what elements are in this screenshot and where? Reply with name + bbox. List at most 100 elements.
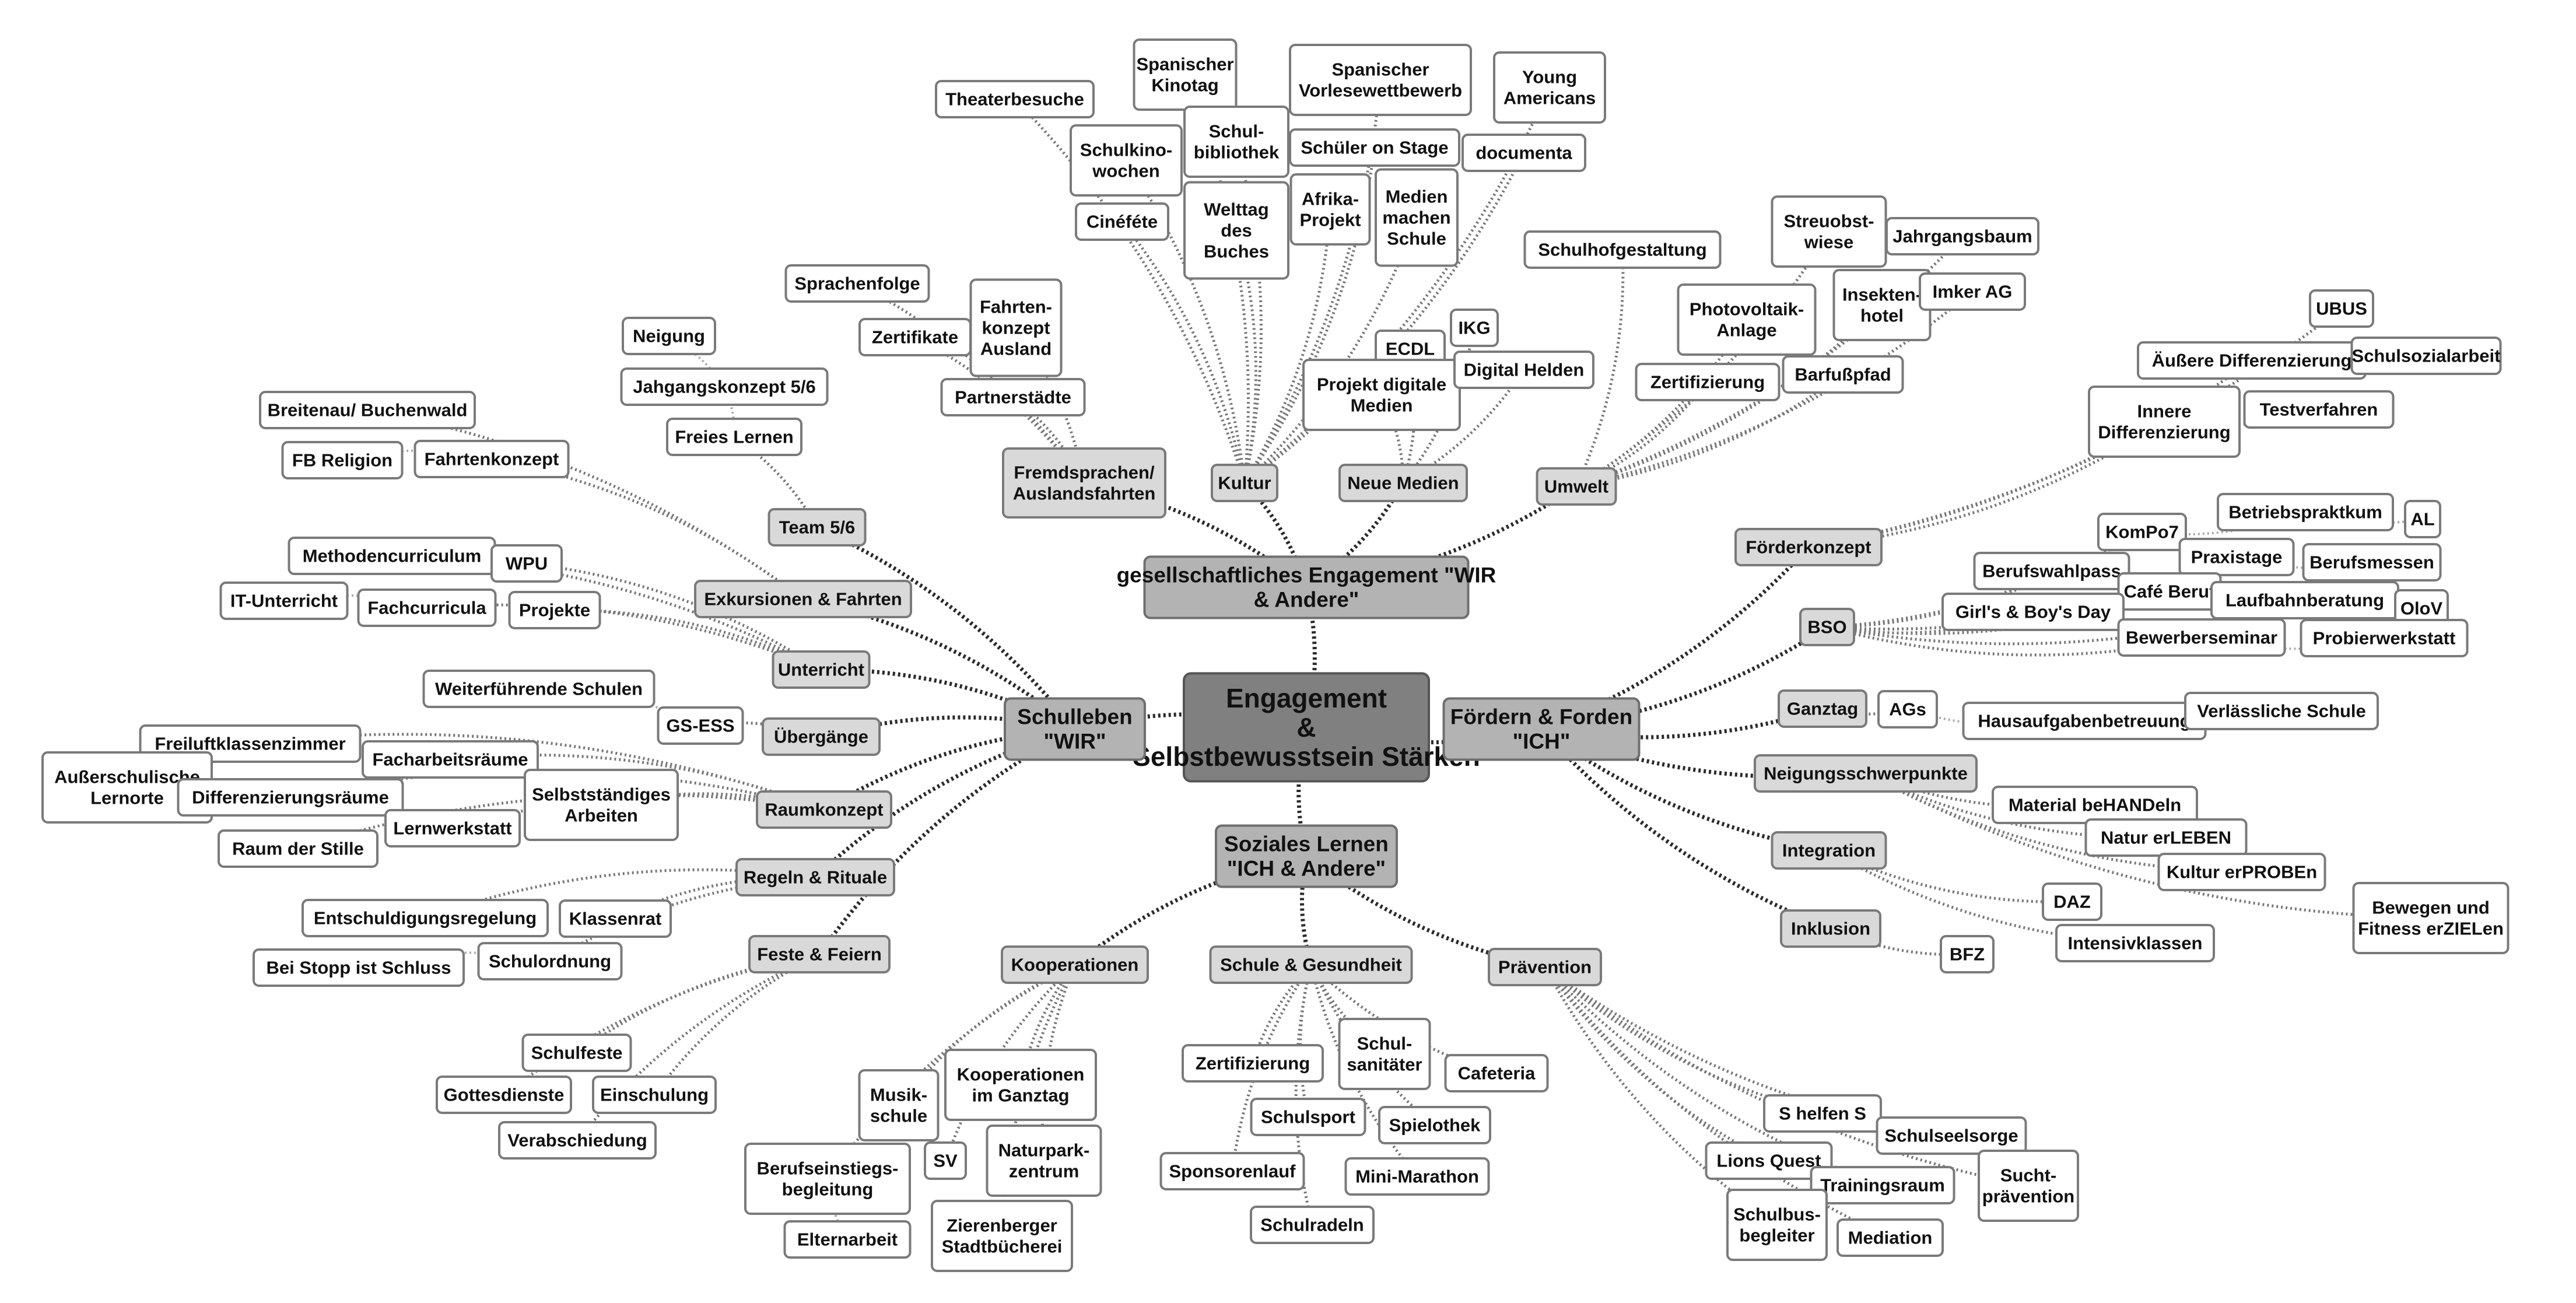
node-fremdsprachen[interactable]: Fremdsprachen/Auslandsfahrten (1002, 447, 1166, 519)
node-trainingsraum[interactable]: Trainingsraum (1810, 1166, 1955, 1204)
node-betriebspraktikum[interactable]: Betriebspraktkum (2217, 493, 2394, 531)
node-jahrgangsbaum[interactable]: Jahrgangsbaum (1885, 217, 2039, 255)
node-differenzierungsraeume[interactable]: Differenzierungsräume (177, 778, 404, 817)
node-s-helfen-s[interactable]: S helfen S (1763, 1094, 1882, 1133)
node-foerderkonzept[interactable]: Förderkonzept (1734, 528, 1883, 566)
node-breitenau[interactable]: Breitenau/ Buchenwald (259, 391, 476, 429)
node-cinefete[interactable]: Cinéféte (1075, 202, 1169, 241)
node-bfz[interactable]: BFZ (1940, 935, 1995, 973)
node-wir-andere[interactable]: gesellschaftliches Engagement "WIR& Ande… (1117, 555, 1496, 619)
node-bso[interactable]: BSO (1799, 608, 1855, 646)
node-soziales[interactable]: Soziales Lernen"ICH & Andere" (1215, 824, 1398, 888)
node-imker[interactable]: Imker AG (1919, 272, 2026, 311)
node-klassenrat[interactable]: Klassenrat (559, 899, 672, 938)
node-raum-stille[interactable]: Raum der Stille (218, 829, 378, 868)
node-regeln[interactable]: Regeln & Rituale (735, 858, 895, 896)
node-praevention[interactable]: Prävention (1488, 948, 1602, 986)
node-verabschiedung[interactable]: Verabschiedung (498, 1121, 657, 1160)
node-girls-boys[interactable]: Girl's & Boy's Day (1941, 593, 2125, 631)
node-zertifikate[interactable]: Zertifikate (858, 318, 972, 356)
node-aeussere-diff[interactable]: Äußere Differenzierung (2137, 341, 2367, 380)
node-barfusspfad[interactable]: Barfußpfad (1782, 355, 1904, 394)
node-testverfahren[interactable]: Testverfahren (2243, 390, 2395, 429)
node-cafeteria[interactable]: Cafeteria (1444, 1054, 1549, 1092)
node-weiterfuehrende[interactable]: Weiterführende Schulen (422, 670, 656, 708)
node-inklusion[interactable]: Inklusion (1780, 909, 1881, 948)
node-sv[interactable]: SV (924, 1141, 967, 1180)
node-entschuldigung[interactable]: Entschuldigungsregelung (302, 899, 549, 937)
node-theaterbesuche[interactable]: Theaterbesuche (935, 80, 1095, 118)
node-gs-ess[interactable]: GS-ESS (657, 706, 744, 745)
node-freies-lernen[interactable]: Freies Lernen (666, 418, 802, 456)
node-schueler-stage[interactable]: Schüler on Stage (1289, 128, 1460, 167)
node-ikg[interactable]: IKG (1450, 309, 1499, 347)
node-facharbeitsraeume[interactable]: Facharbeitsräume (362, 740, 539, 779)
node-zertifizierung-g[interactable]: Zertifizierung (1182, 1044, 1324, 1083)
node-partnerstaedte[interactable]: Partnerstädte (940, 378, 1086, 416)
node-lions-quest[interactable]: Lions Quest (1705, 1141, 1833, 1180)
node-wpu[interactable]: WPU (490, 544, 563, 583)
node-methodencurriculum[interactable]: Methodencurriculum (288, 537, 496, 575)
node-olov[interactable]: OloV (2394, 589, 2449, 628)
node-ecdl[interactable]: ECDL (1375, 330, 1446, 368)
node-berufseinstieg[interactable]: Berufseinstiegs-begleitung (744, 1143, 911, 1215)
node-stopp[interactable]: Bei Stopp ist Schluss (253, 948, 465, 987)
node-schulhof[interactable]: Schulhofgestaltung (1523, 230, 1722, 269)
node-it-unterricht[interactable]: IT-Unterricht (219, 582, 349, 620)
node-center[interactable]: Engagement&Selbstbewusstsein Stärken (1133, 672, 1480, 783)
node-schulleben[interactable]: Schulleben"WIR" (1004, 697, 1146, 761)
node-gottesdienste[interactable]: Gottesdienste (436, 1076, 572, 1114)
node-material[interactable]: Material beHANDeln (1992, 786, 2198, 824)
node-projekte[interactable]: Projekte (508, 591, 601, 629)
node-mini-marathon[interactable]: Mini-Marathon (1344, 1157, 1490, 1196)
node-probierwerkstatt[interactable]: Probierwerkstatt (2300, 619, 2469, 657)
node-neigungs[interactable]: Neigungsschwerpunkte (1754, 754, 1978, 793)
node-sponsorenlauf[interactable]: Sponsorenlauf (1159, 1152, 1305, 1190)
node-streuobst[interactable]: Streuobst-wiese (1771, 195, 1887, 268)
node-team56[interactable]: Team 5/6 (767, 508, 867, 547)
node-kompo7[interactable]: KomPo7 (2097, 513, 2187, 551)
node-berufswahlpass[interactable]: Berufswahlpass (1973, 552, 2130, 590)
node-uebergaenge[interactable]: Übergänge (762, 717, 881, 756)
node-afrika[interactable]: Afrika-Projekt (1289, 173, 1371, 246)
node-fachcurricula[interactable]: Fachcurricula (357, 589, 497, 627)
node-schulfeste[interactable]: Schulfeste (521, 1034, 632, 1072)
node-bewerberseminar[interactable]: Bewerberseminar (2117, 618, 2286, 657)
node-schulbibliothek[interactable]: Schul-bibliothek (1183, 106, 1289, 178)
node-schulkinowochen[interactable]: Schulkino-wochen (1070, 124, 1183, 197)
node-al[interactable]: AL (2404, 500, 2441, 538)
node-fahrtenkonzept[interactable]: Fahrtenkonzept (413, 440, 570, 478)
node-photovoltaik[interactable]: Photovoltaik-Anlage (1677, 283, 1817, 356)
node-hausaufgaben[interactable]: Hausaufgabenbetreuung (1962, 702, 2207, 740)
node-foerdern[interactable]: Fördern & Forden"ICH" (1442, 697, 1641, 761)
node-umwelt[interactable]: Umwelt (1536, 467, 1617, 506)
node-fb-religion[interactable]: FB Religion (281, 441, 404, 479)
node-unterricht[interactable]: Unterricht (772, 650, 871, 689)
node-feste[interactable]: Feste & Feiern (748, 935, 891, 973)
node-exkursionen[interactable]: Exkursionen & Fahrten (694, 580, 912, 618)
node-mediation[interactable]: Mediation (1837, 1218, 1944, 1257)
node-praxistage[interactable]: Praxistage (2178, 538, 2295, 576)
node-naturpark[interactable]: Naturpark-zentrum (986, 1125, 1102, 1197)
node-ganztag[interactable]: Ganztag (1778, 689, 1867, 728)
node-raumkonzept[interactable]: Raumkonzept (756, 790, 892, 829)
node-documenta[interactable]: documenta (1462, 134, 1586, 172)
node-kooperationen[interactable]: Kooperationen (1001, 945, 1149, 984)
node-insektenhotel[interactable]: Insekten-hotel (1832, 269, 1932, 341)
node-laufbahnberatung[interactable]: Laufbahnberatung (2210, 581, 2399, 619)
node-schulsport[interactable]: Schulsport (1250, 1098, 1366, 1136)
node-musikschule[interactable]: Musik-schule (858, 1069, 940, 1141)
node-natur[interactable]: Natur erLEBEN (2084, 818, 2248, 857)
node-schule-gesundheit[interactable]: Schule & Gesundheit (1209, 945, 1413, 984)
node-zertifizierung-u[interactable]: Zertifizierung (1635, 363, 1781, 401)
node-intensivklassen[interactable]: Intensivklassen (2055, 924, 2215, 962)
